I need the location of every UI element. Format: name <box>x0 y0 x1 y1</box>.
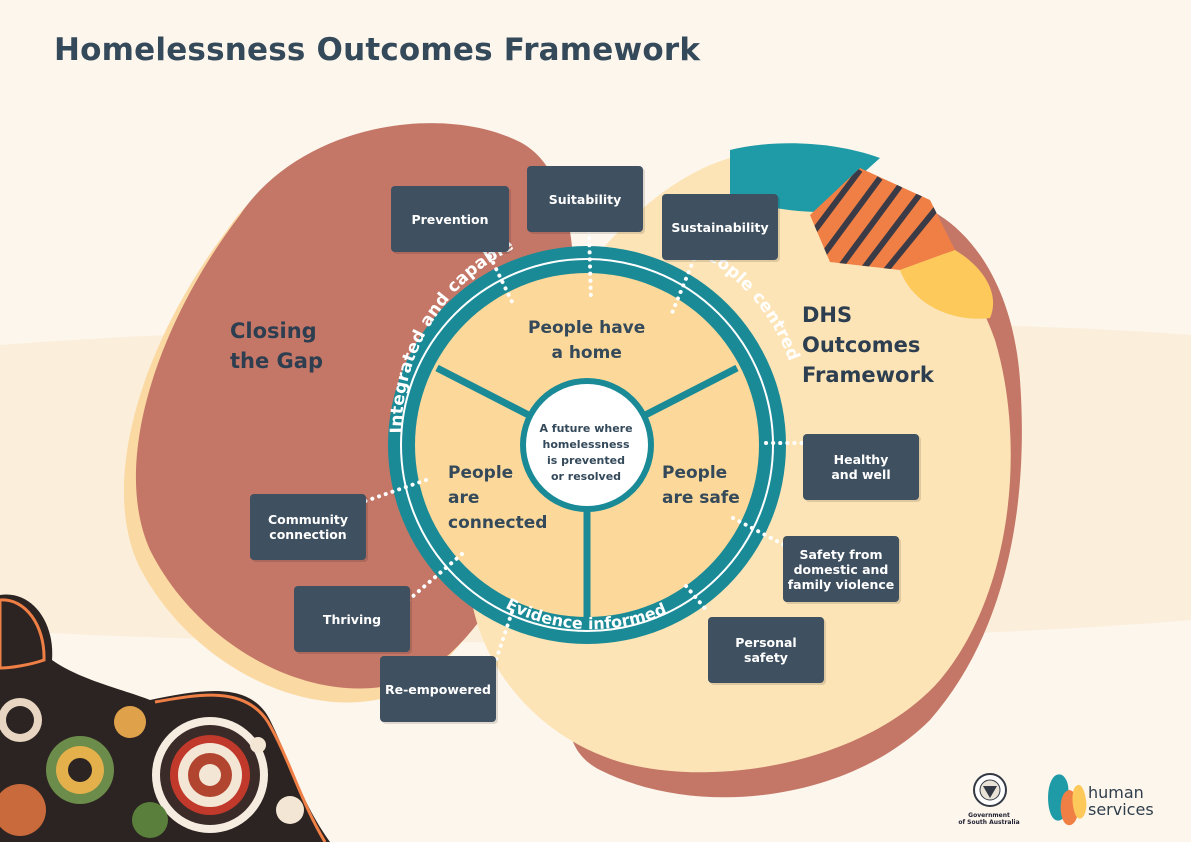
outcome-box-community-connection: Community connection <box>250 494 366 560</box>
outcome-label: Personal <box>735 635 797 650</box>
outcome-label: Healthy <box>833 452 889 467</box>
outcome-label: Safety from <box>799 546 883 562</box>
segment-line: are <box>448 488 480 508</box>
outcome-label: Community <box>267 512 349 527</box>
outcome-box-re-empowered: Re-empowered <box>380 656 496 722</box>
outcome-box-personal-safety: Personal safety <box>708 617 824 683</box>
page-title: Homelessness Outcomes Framework <box>54 32 701 68</box>
dhs-framework-label: DHS Outcomes Framework <box>802 300 934 390</box>
center-line: is prevented <box>547 454 625 467</box>
closing-the-gap-line: Closing <box>230 319 317 343</box>
outcome-box-thriving: Thriving <box>294 586 410 652</box>
outcome-label: Sustainability <box>671 219 769 235</box>
segment-line: a home <box>551 343 622 363</box>
ring-inner-line <box>400 258 774 632</box>
outcome-box-suitability: Suitability <box>527 166 643 232</box>
outcome-label: Prevention <box>411 211 489 227</box>
dhs-framework-line: Outcomes <box>802 333 921 357</box>
outcome-box-safety-dfv: Safety from domestic and family violence <box>783 536 899 602</box>
center-disc <box>526 384 648 506</box>
outcome-label: connection <box>269 527 347 542</box>
segment-line: People <box>448 463 514 483</box>
outcome-label: and well <box>831 467 891 482</box>
gov-logo-line: of South Australia <box>958 819 1020 826</box>
segment-line: People have <box>528 318 646 338</box>
center-line: A future where <box>539 422 633 435</box>
center-line: or resolved <box>550 470 622 483</box>
dhs-framework-line: DHS <box>802 303 853 327</box>
outcome-label: safety <box>744 650 788 665</box>
gov-logo-line: Government <box>968 812 1010 819</box>
hs-logo-line: human <box>1088 783 1144 802</box>
outcome-label: Thriving <box>322 611 382 627</box>
accent-orange <box>810 168 955 270</box>
outcome-label: Re-empowered <box>385 681 491 697</box>
accent-stripes <box>810 168 943 270</box>
outcome-label: domestic and <box>793 561 889 577</box>
dhs-framework-line: Framework <box>802 363 934 387</box>
outcome-label: Suitability <box>548 191 622 207</box>
government-crest-icon <box>973 773 1007 807</box>
center-vision-text: A future where homelessness is prevented… <box>527 421 645 485</box>
hs-logo-line: services <box>1088 800 1154 819</box>
human-services-logo-icon <box>1048 774 1087 826</box>
segment-line: People <box>662 463 728 483</box>
outcome-box-sustainability: Sustainability <box>662 194 778 260</box>
closing-the-gap-label: Closing the Gap <box>230 316 323 376</box>
center-line: homelessness <box>542 438 630 451</box>
segment-people-have-a-home: People have a home <box>528 316 645 366</box>
outcome-label: family violence <box>787 576 895 592</box>
outcome-box-healthy-and-well: Healthy and well <box>803 434 919 500</box>
accent-yellow <box>900 250 994 319</box>
segment-line: are safe <box>662 488 740 508</box>
segment-line: connected <box>448 513 548 533</box>
segment-people-are-safe: People are safe <box>662 461 740 511</box>
outcome-box-prevention: Prevention <box>391 186 509 252</box>
government-of-south-australia-logo: Government of South Australia <box>958 768 1020 826</box>
human-services-logo: human services <box>1088 784 1154 818</box>
closing-the-gap-line: the Gap <box>230 349 323 373</box>
artwork-decoration <box>0 594 330 842</box>
segment-people-are-connected: People are connected <box>448 461 547 536</box>
connectors <box>358 229 806 662</box>
